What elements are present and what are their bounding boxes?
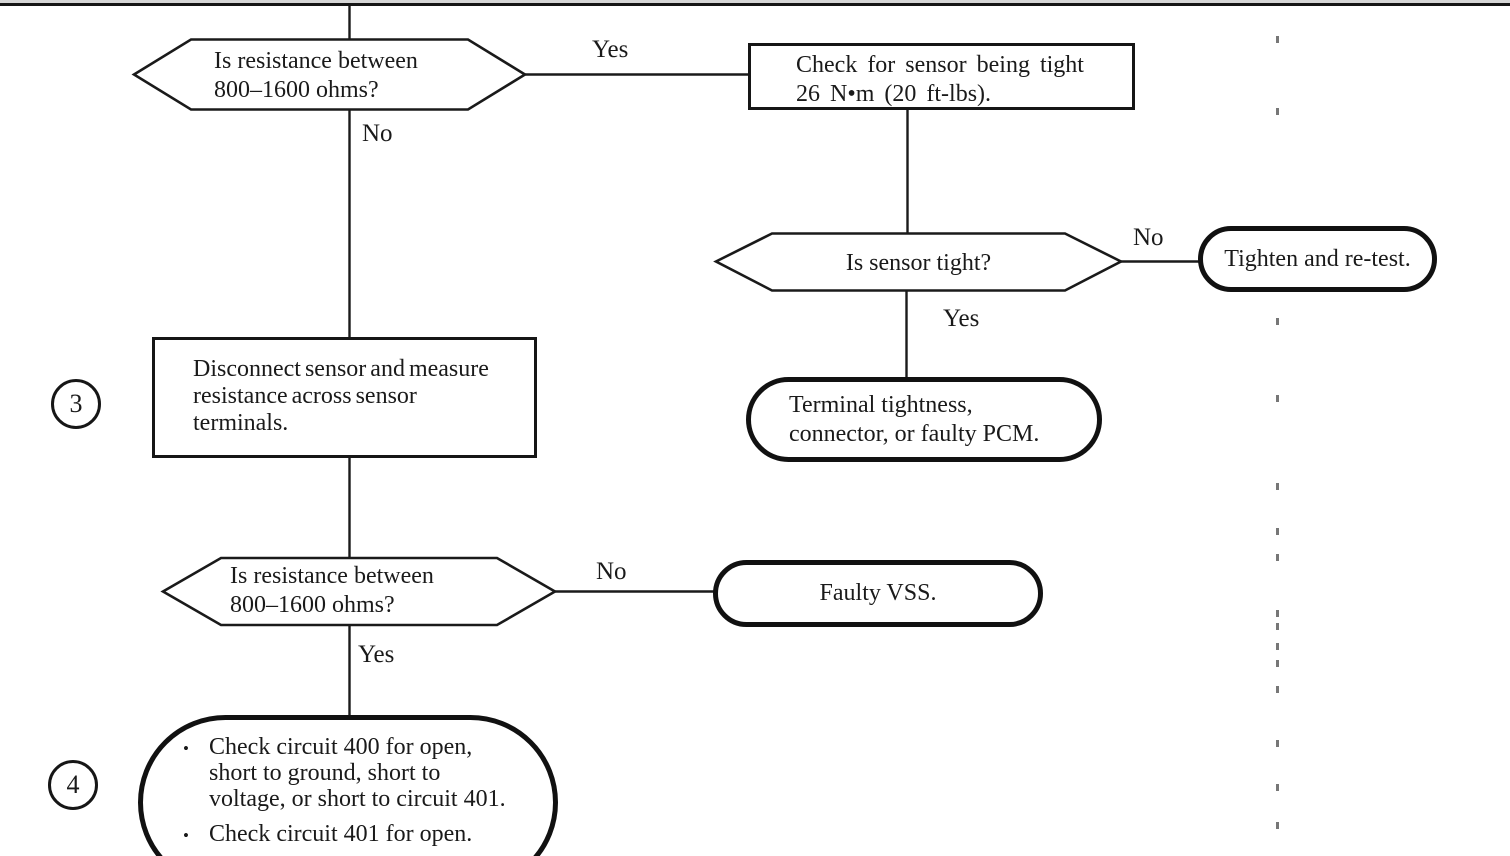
decision-resistance-2-line1: Is resistance between [230,563,434,589]
edge-label-yes-2: Yes [943,305,980,332]
decision-resistance-2-line2: 800–1600 ohms? [230,592,395,618]
fold-mark [1276,643,1279,650]
result-check-circuits: • Check circuit 400 for open, short to g… [138,715,558,856]
result-tighten-retest-text: Tighten and re-test. [1224,245,1411,272]
bullet-icon: • [183,739,189,758]
decision-resistance-1-line2: 800–1600 ohms? [214,77,379,103]
result-faulty-vss: Faulty VSS. [713,560,1043,627]
page-top-rule-black [0,3,1510,6]
action-check-sensor-tight-line2: 26 N•m (20 ft-lbs). [796,81,992,107]
action-disconnect-line2: resistance across sensor [193,383,417,409]
step-number-3-label: 3 [69,389,83,418]
action-disconnect-line1: Disconnect sensor and measure [193,356,489,382]
edge-label-no-1: No [362,120,393,147]
step-number-4: 4 [48,760,98,810]
edge-label-yes-1: Yes [592,36,629,63]
action-disconnect-sensor: Disconnect sensor and measure resistance… [152,337,537,458]
fold-mark [1276,395,1279,402]
result-terminal-line1: Terminal tightness, [789,392,973,418]
result-check-circuits-bullet1: Check circuit 400 for open, short to gro… [209,734,506,812]
fold-mark [1276,528,1279,535]
step-number-3: 3 [51,379,101,429]
decision-resistance-1-line1: Is resistance between [214,48,418,74]
fold-mark [1276,318,1279,325]
result-tighten-retest: Tighten and re-test. [1198,226,1437,292]
page-top-rule-gray [0,0,1510,3]
edge-label-no-3: No [596,558,627,585]
decision-sensor-tight-text: Is sensor tight? [716,249,1121,278]
edge-label-no-2: No [1133,224,1164,251]
edge-label-yes-3: Yes [358,641,395,668]
fold-mark [1276,660,1279,667]
fold-mark [1276,483,1279,490]
fold-mark [1276,740,1279,747]
decision-resistance-2-text: Is resistance between 800–1600 ohms? [230,562,434,620]
list-item: • Check circuit 400 for open, short to g… [183,734,514,812]
fold-mark [1276,822,1279,829]
result-faulty-vss-text: Faulty VSS. [819,580,937,606]
result-check-circuits-list: • Check circuit 400 for open, short to g… [183,734,514,849]
list-item: • Check circuit 401 for open. [183,821,514,849]
decision-resistance-1-text: Is resistance between 800–1600 ohms? [214,47,418,105]
result-terminal-tightness: Terminal tightness, connector, or faulty… [746,377,1102,462]
fold-mark [1276,686,1279,693]
action-disconnect-line3: terminals. [193,410,289,436]
fold-mark [1276,784,1279,791]
action-check-sensor-tight-text: Check for sensor being tight 26 N•m (20 … [796,51,1084,109]
fold-mark [1276,554,1279,561]
action-check-sensor-tight-line1: Check for sensor being tight [796,52,1084,78]
result-terminal-tightness-text: Terminal tightness, connector, or faulty… [789,391,1039,449]
action-disconnect-sensor-text: Disconnect sensor and measure resistance… [193,356,489,437]
result-check-circuits-bullet2: Check circuit 401 for open. [209,821,473,847]
fold-mark [1276,610,1279,617]
step-number-4-label: 4 [66,770,80,799]
result-terminal-line2: connector, or faulty PCM. [789,421,1040,447]
fold-mark [1276,108,1279,115]
action-check-sensor-tight: Check for sensor being tight 26 N•m (20 … [748,43,1135,110]
decision-sensor-tight-line1: Is sensor tight? [845,250,992,276]
fold-mark [1276,623,1279,630]
bullet-icon: • [183,826,189,845]
fold-mark [1276,36,1279,43]
